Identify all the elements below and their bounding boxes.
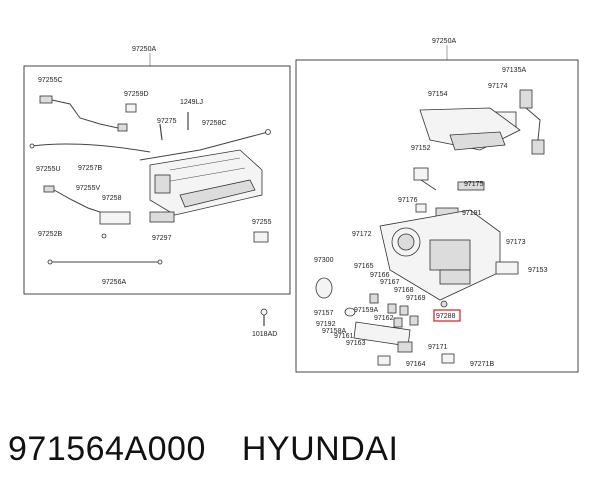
parts-diagram: 97250A bbox=[23, 38, 579, 373]
caption: 971564A000 HYUNDAI bbox=[8, 424, 592, 474]
label-97255: 97255 bbox=[252, 219, 272, 226]
left-parts-drawing bbox=[29, 95, 271, 265]
right-parts-drawing bbox=[315, 89, 545, 366]
label-97162: 97162 bbox=[374, 315, 394, 322]
label-97168: 97168 bbox=[394, 287, 414, 294]
label-97300: 97300 bbox=[314, 257, 334, 264]
label-97191: 97191 bbox=[462, 210, 482, 217]
left-group-frame bbox=[23, 65, 291, 295]
label-97157: 97157 bbox=[314, 310, 334, 317]
label-97255V: 97255V bbox=[76, 185, 100, 192]
label-97163: 97163 bbox=[346, 340, 366, 347]
label-97154: 97154 bbox=[428, 91, 448, 98]
label-97159A: 97159A bbox=[354, 307, 378, 314]
label-1249LJ: 1249LJ bbox=[180, 99, 203, 106]
label-97256A: 97256A bbox=[102, 279, 126, 286]
label-97135A: 97135A bbox=[502, 67, 526, 74]
label-97172: 97172 bbox=[352, 231, 372, 238]
label-97164: 97164 bbox=[406, 361, 426, 368]
label-97258C: 97258C bbox=[202, 120, 227, 127]
label-97161: 97161 bbox=[334, 333, 354, 340]
label-97175: 97175 bbox=[464, 181, 484, 188]
right-group-frame bbox=[295, 59, 579, 373]
label-97297: 97297 bbox=[152, 235, 172, 242]
label-97171: 97171 bbox=[428, 344, 448, 351]
label-1018AD: 1018AD bbox=[252, 331, 277, 338]
label-97166: 97166 bbox=[370, 272, 390, 279]
left-group-title: 97250A bbox=[132, 46, 156, 53]
label-97152: 97152 bbox=[411, 145, 431, 152]
label-97259D: 97259D bbox=[124, 91, 149, 98]
label-97173: 97173 bbox=[506, 239, 526, 246]
label-97255C: 97255C bbox=[38, 77, 63, 84]
label-97174: 97174 bbox=[488, 83, 508, 90]
label-97153: 97153 bbox=[528, 267, 548, 274]
label-97271B: 97271B bbox=[470, 361, 494, 368]
right-group: 97250A bbox=[295, 38, 579, 373]
label-97169: 97169 bbox=[406, 295, 426, 302]
label-97255U: 97255U bbox=[36, 166, 61, 173]
part-number: 971564A000 bbox=[8, 429, 206, 468]
label-97252B: 97252B bbox=[38, 231, 62, 238]
label-97165: 97165 bbox=[354, 263, 374, 270]
label-97176: 97176 bbox=[398, 197, 418, 204]
highlight-box bbox=[433, 309, 461, 322]
label-97258: 97258 bbox=[102, 195, 122, 202]
label-97257B: 97257B bbox=[78, 165, 102, 172]
label-highlighted: 97288 bbox=[436, 313, 456, 320]
left-group: 97250A bbox=[23, 46, 291, 295]
label-97275: 97275 bbox=[157, 118, 177, 125]
brand-name: HYUNDAI bbox=[241, 429, 399, 468]
label-97192: 97192 bbox=[316, 321, 336, 328]
right-group-title: 97250A bbox=[432, 38, 456, 45]
label-97167: 97167 bbox=[380, 279, 400, 286]
standalone-part: 1018AD bbox=[252, 308, 277, 338]
label-97158A: 97158A bbox=[322, 328, 346, 335]
